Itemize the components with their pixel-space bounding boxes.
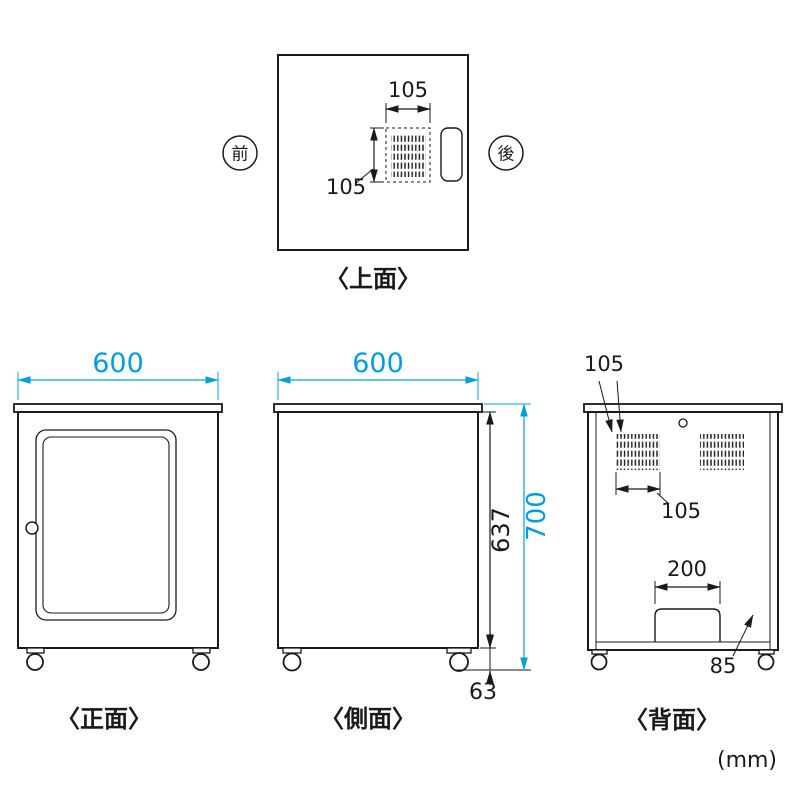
dim-fan-pitch-width-value: 105 (388, 78, 428, 102)
back-caster-left (590, 649, 608, 671)
back-vent-left (616, 434, 660, 470)
cable-cutout (654, 608, 721, 642)
front-body (17, 411, 219, 649)
lock-hole (25, 521, 39, 535)
front-badge: 前 (222, 135, 258, 171)
rear-badge: 後 (488, 135, 524, 171)
front-top-rim (13, 403, 223, 413)
dim-total-height-value: 700 (522, 491, 552, 541)
dim-total-height: 700 (456, 403, 552, 671)
dim-caster-height-value: 63 (469, 680, 497, 705)
leader-line (656, 492, 670, 505)
dim-front-width: 600 (17, 348, 219, 400)
top-view: 105 105 前 後 〈上面〉 (222, 54, 524, 293)
dim-fan-pitch-width: 105 (385, 78, 431, 123)
front-caster-left (26, 647, 45, 671)
dim-fan-pitch-height: 105 (326, 127, 384, 199)
side-view-caption: 〈側面〉 (320, 705, 416, 733)
front-caster-right (192, 647, 211, 671)
leader-line (355, 168, 374, 184)
side-caster-right (446, 647, 472, 672)
dim-front-width-value: 600 (92, 348, 144, 379)
dim-vent-pitch-value: 105 (661, 499, 701, 523)
dim-caster-height: 63 (469, 633, 497, 705)
top-view-caption: 〈上面〉 (325, 265, 421, 293)
rear-badge-label: 後 (498, 145, 515, 165)
back-view: 105 105 200 85 〈背面〉 (583, 352, 783, 734)
back-view-caption: 〈背面〉 (624, 706, 720, 734)
top-view-outline (277, 54, 469, 251)
front-view-caption: 〈正面〉 (56, 705, 152, 733)
dim-vent-offset-value: 105 (584, 352, 624, 376)
back-caster-right (757, 649, 775, 671)
dim-vent-offset: 105 (584, 352, 624, 433)
dim-side-width: 600 (277, 348, 479, 400)
leader-line (732, 614, 754, 657)
unit-note: (mm) (717, 748, 777, 773)
front-badge-label: 前 (232, 145, 249, 165)
dim-body-height: 637 (480, 411, 515, 649)
dim-cutout-width: 200 (654, 557, 721, 604)
side-view: 600 637 700 63 〈側面〉 (273, 348, 552, 733)
handle-slot (440, 127, 463, 182)
dim-cutout-offset: 85 (710, 614, 754, 678)
back-top-rim (583, 403, 783, 413)
dim-fan-pitch-height-value: 105 (326, 175, 366, 199)
screw-hole (678, 418, 688, 428)
dim-body-height-value: 637 (487, 507, 515, 553)
side-body (277, 411, 479, 649)
dim-vent-pitch: 105 (615, 472, 701, 523)
front-view: 600 〈正面〉 (13, 348, 223, 733)
dim-cutout-offset-value: 85 (710, 654, 737, 678)
dim-cutout-width-value: 200 (667, 557, 707, 581)
fan-vent-hatch (391, 133, 426, 177)
dim-side-width-value: 600 (352, 348, 404, 379)
front-door-window-inner (42, 436, 170, 614)
side-caster-left (282, 647, 302, 672)
side-top-rim (273, 403, 483, 413)
front-badge-circle (222, 135, 258, 171)
rear-badge-circle (488, 135, 524, 171)
fan-mount-dashed-outline (385, 127, 431, 183)
back-vent-right (700, 434, 744, 470)
